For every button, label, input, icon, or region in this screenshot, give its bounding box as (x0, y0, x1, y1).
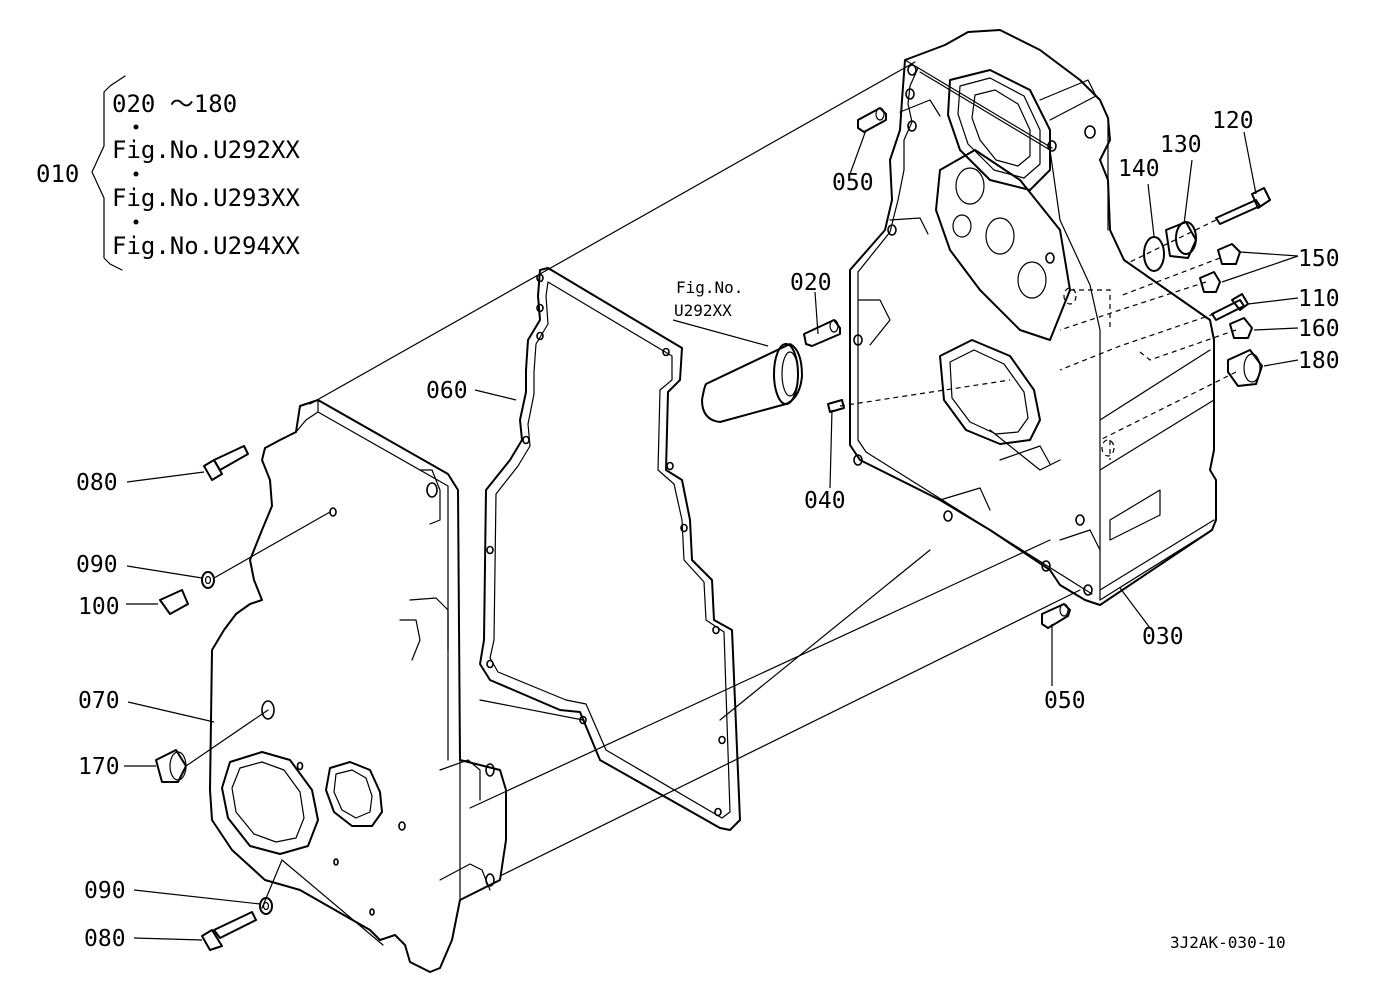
washer-090-top[interactable] (201, 571, 215, 589)
label-080-bottom[interactable]: 080 (84, 926, 126, 952)
legend-line-3[interactable]: Fig.No.U293XX (112, 184, 300, 212)
label-180[interactable]: 180 (1298, 348, 1340, 374)
leader-lines (124, 129, 1299, 941)
part-labels: 050 020 Fig.No. U292XX 060 040 050 030 0… (76, 108, 1340, 952)
bolt-120[interactable] (1215, 187, 1271, 225)
label-080-top[interactable]: 080 (76, 470, 118, 496)
label-160[interactable]: 160 (1298, 316, 1340, 342)
legend-dot-2 (133, 171, 139, 177)
label-150[interactable]: 150 (1298, 246, 1340, 272)
hardware-hidden-paths-front (185, 511, 331, 767)
plug-150-b[interactable] (1199, 271, 1221, 293)
shaft-020-assy[interactable] (701, 343, 803, 423)
label-040[interactable]: 040 (804, 488, 846, 514)
washer-090-bottom[interactable] (259, 897, 273, 915)
label-100[interactable]: 100 (78, 594, 120, 620)
dowel-pin-050-bottom[interactable] (1041, 603, 1071, 629)
plug-150-a[interactable] (1217, 243, 1241, 265)
label-090-top[interactable]: 090 (76, 552, 118, 578)
legend-line-4[interactable]: Fig.No.U294XX (112, 232, 300, 260)
legend-line-1[interactable]: 020 ～180 (112, 90, 237, 118)
label-060[interactable]: 060 (426, 378, 468, 404)
label-170[interactable]: 170 (78, 754, 120, 780)
callout-fig-line1[interactable]: Fig.No. (676, 278, 743, 297)
plug-100[interactable] (159, 589, 189, 615)
legend-assembly-ref[interactable]: 010 (36, 160, 79, 188)
alignment-lines (261, 61, 1081, 946)
hardware-hidden-paths (839, 219, 1237, 441)
plug-170[interactable] (155, 749, 187, 783)
gear-case-030[interactable] (849, 29, 1217, 606)
o-ring-140[interactable] (1143, 236, 1165, 272)
legend-dot-1 (133, 124, 139, 130)
label-050-bottom[interactable]: 050 (1044, 688, 1086, 714)
callout-fig-line2[interactable]: U292XX (674, 301, 732, 320)
label-130[interactable]: 130 (1160, 132, 1202, 158)
plug-130[interactable] (1165, 221, 1197, 259)
label-090-bottom[interactable]: 090 (84, 878, 126, 904)
legend-brace (91, 75, 126, 271)
legend-line-2[interactable]: Fig.No.U292XX (112, 136, 300, 164)
label-140[interactable]: 140 (1118, 156, 1160, 182)
front-cover-070[interactable] (209, 399, 507, 973)
label-030[interactable]: 030 (1142, 624, 1184, 650)
label-110[interactable]: 110 (1298, 286, 1340, 312)
bolt-080-top[interactable] (203, 445, 249, 481)
pin-040[interactable] (827, 399, 845, 413)
legend: 010 020 ～180 Fig.No.U292XX Fig.No.U293XX… (36, 75, 300, 271)
pin-020[interactable] (803, 319, 841, 347)
label-050-top[interactable]: 050 (832, 170, 874, 196)
plug-160[interactable] (1229, 317, 1253, 339)
plug-180[interactable] (1227, 349, 1263, 387)
bolt-080-bottom[interactable] (201, 911, 257, 951)
legend-dot-3 (133, 219, 139, 225)
drawing-code[interactable]: 3J2AK-030-10 (1170, 933, 1286, 952)
label-120[interactable]: 120 (1212, 108, 1254, 134)
dowel-pin-050-top[interactable] (857, 107, 887, 133)
bolt-110[interactable] (1211, 293, 1249, 321)
label-020[interactable]: 020 (790, 270, 832, 296)
label-070[interactable]: 070 (78, 688, 120, 714)
gasket-060[interactable] (479, 267, 741, 831)
